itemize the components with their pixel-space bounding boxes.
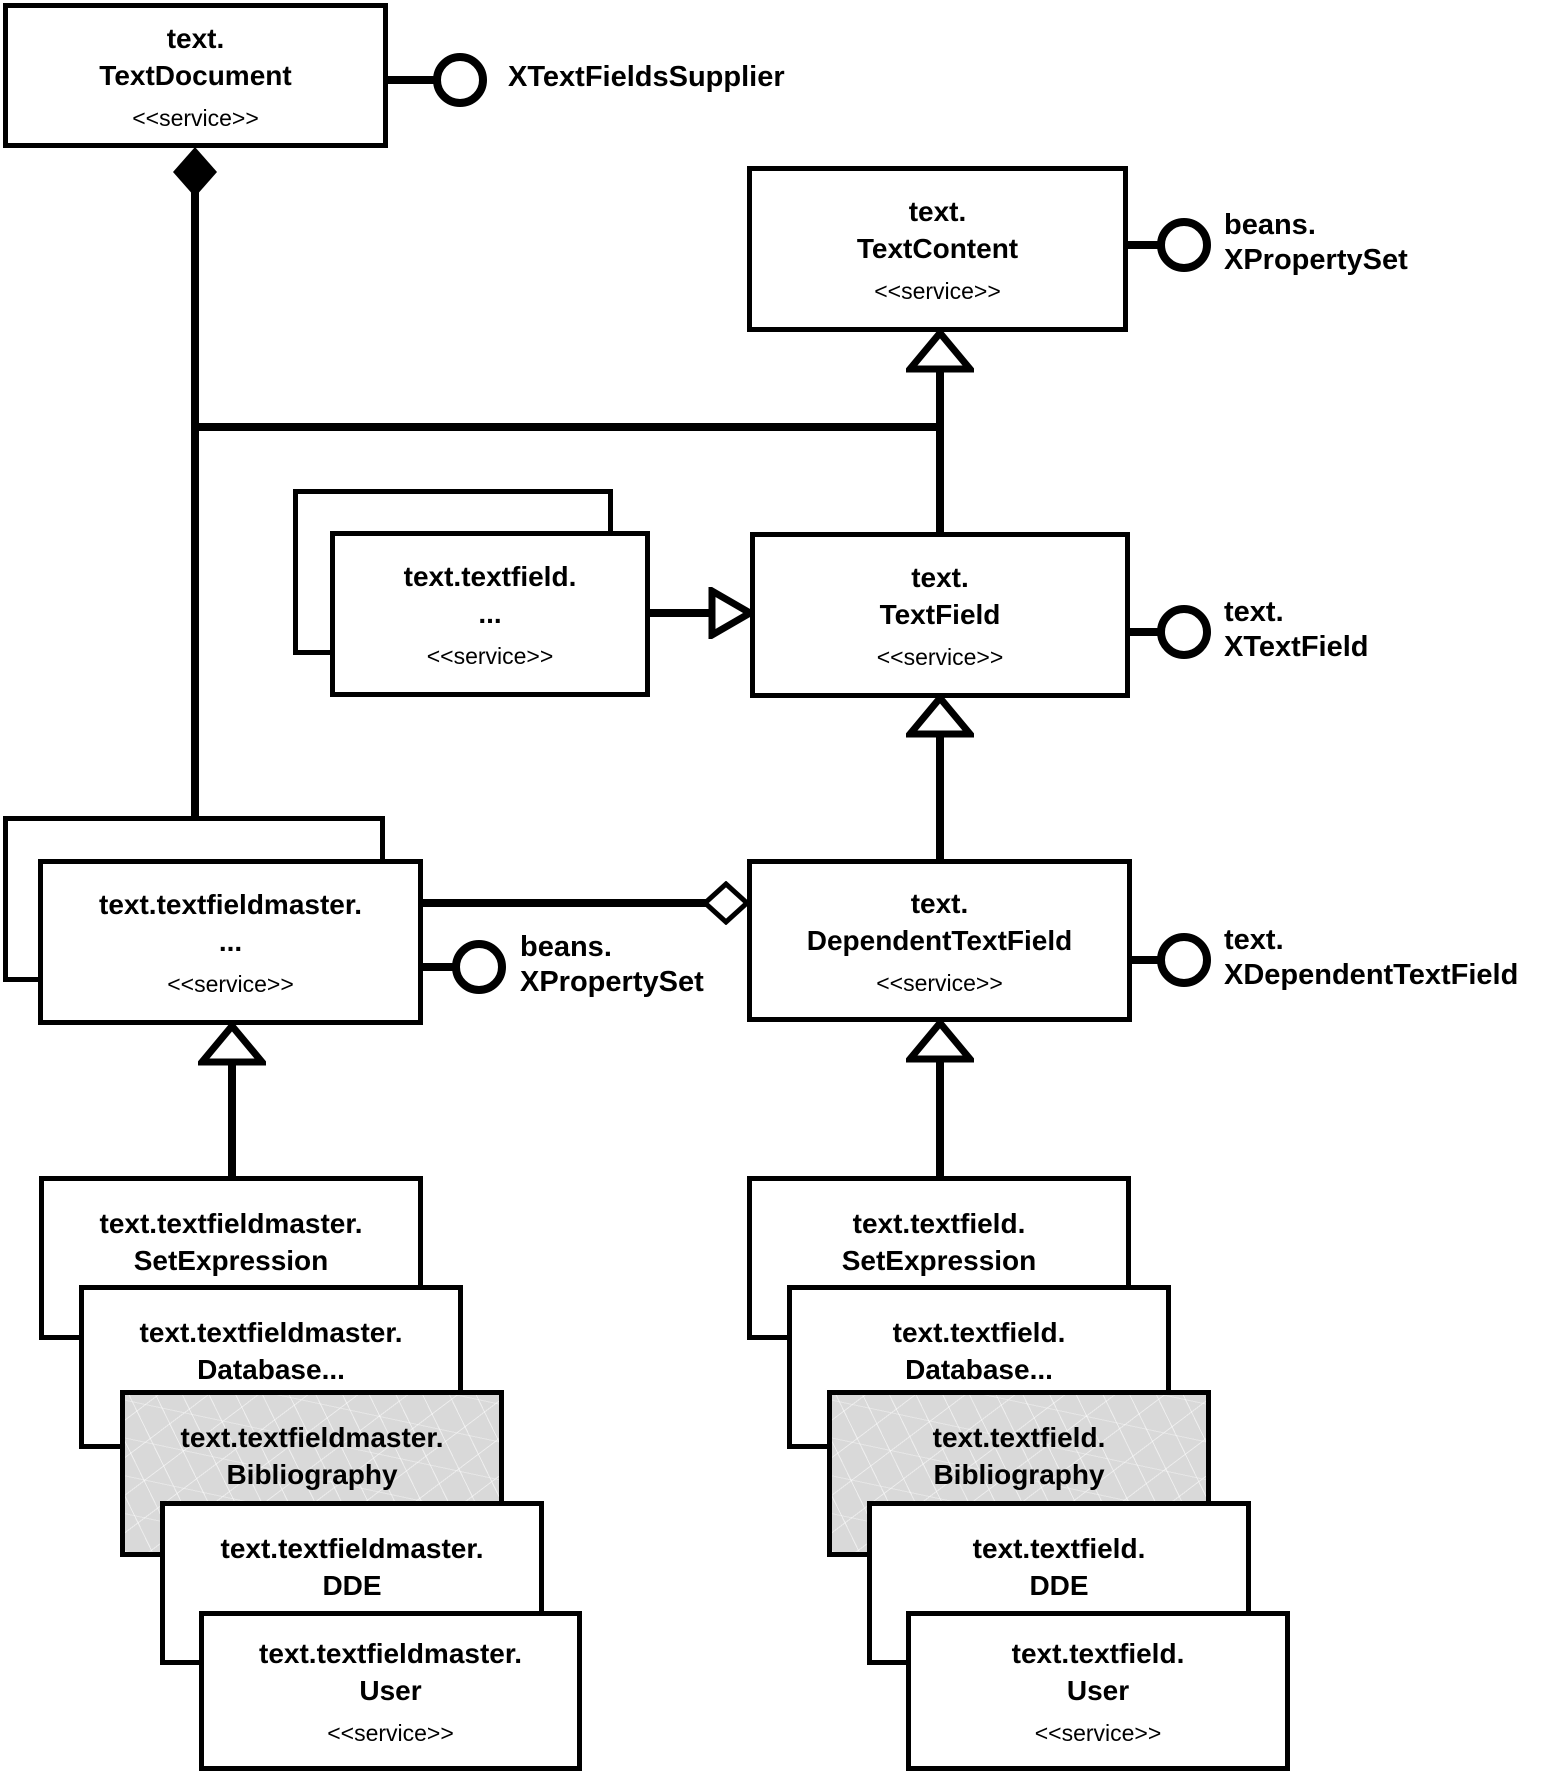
service-stereotype: <<service>> [874, 278, 1001, 304]
interface-name-line: XPropertySet [520, 966, 704, 998]
interface-lollipop-icon [1157, 933, 1211, 987]
service-name-line: text. [911, 562, 969, 593]
interface-label-beans-xpropertyset-master: beans. XPropertySet [520, 930, 704, 1000]
service-name-line: text. [910, 887, 969, 919]
service-name-line: DDE [1029, 1570, 1089, 1601]
interface-name-line: XPropertySet [1224, 244, 1408, 276]
service-name-line: SetExpression [841, 1245, 1037, 1276]
service-name-line: text.textfieldmaster. [220, 1533, 484, 1564]
lollipop-stub-xdependenttextfield [1132, 956, 1162, 964]
service-name-line: Database... [905, 1354, 1053, 1385]
service-name-line: text.textfield. [403, 561, 577, 592]
service-name-line: text.textfieldmaster. [99, 889, 362, 920]
interface-name-line: beans. [1224, 209, 1316, 241]
service-name-line: text.textfield. [892, 1317, 1066, 1348]
service-name-line: text.textfield. [972, 1533, 1146, 1564]
generalization-triangle-icon [198, 1022, 266, 1066]
generalization-line-textfield-generic [650, 609, 714, 617]
service-name-line: text.textfield. [852, 1208, 1026, 1239]
service-name-line: User [359, 1675, 422, 1706]
aggregation-line [423, 899, 708, 907]
service-box-dependent-text-field: text. DependentTextField <<service>> [747, 859, 1132, 1022]
interface-label-xtextfieldssupplier: XTextFieldsSupplier [508, 60, 785, 95]
generalization-triangle-icon [906, 694, 974, 738]
interface-lollipop-icon [433, 53, 487, 107]
interface-lollipop-icon [1157, 218, 1211, 272]
service-name-line: TextContent [856, 233, 1019, 264]
composition-diamond-icon [173, 147, 217, 197]
generalization-triangle-icon [906, 329, 974, 373]
aggregation-diamond-icon [702, 881, 750, 925]
service-name-line: text.textfieldmaster. [180, 1422, 444, 1453]
service-name-line: TextDocument [99, 59, 292, 91]
lollipop-stub-propertyset-master [423, 963, 457, 971]
service-box-master-user: text.textfieldmaster. User <<service>> [199, 1611, 582, 1771]
lollipop-stub-propertyset-top [1128, 241, 1162, 249]
service-stereotype: <<service>> [132, 104, 259, 131]
service-name-line: ... [478, 598, 502, 629]
service-name-line: text.textfieldmaster. [259, 1638, 522, 1669]
service-name-line: User [1066, 1675, 1130, 1706]
service-name-line: text.textfieldmaster. [99, 1208, 363, 1239]
service-name-line: text.textfield. [932, 1422, 1106, 1453]
generalization-line-textfield [936, 734, 944, 861]
connector-line-horizontal [191, 423, 944, 431]
interface-name-line: XTextField [1224, 631, 1369, 663]
interface-name-line: text. [1224, 596, 1284, 628]
interface-lollipop-icon [452, 940, 506, 994]
service-name-line: text.textfieldmaster. [139, 1317, 403, 1348]
service-box-field-user: text.textfield. User <<service>> [906, 1611, 1290, 1771]
interface-name-line: XDependentTextField [1224, 959, 1519, 991]
generalization-triangle-right-icon [708, 587, 754, 639]
service-name-line: text.textfield. [1011, 1638, 1185, 1669]
service-name-line: DDE [322, 1570, 382, 1601]
service-name-line: Database... [197, 1354, 345, 1385]
service-stereotype: <<service>> [876, 969, 1003, 996]
service-stereotype: <<service>> [876, 644, 1004, 670]
service-name-line: Bibliography [933, 1459, 1105, 1490]
service-box-text-document: text. TextDocument <<service>> [3, 3, 388, 148]
service-box-textfield-generic: text.textfield. ... <<service>> [330, 531, 650, 697]
interface-label-text-xtextfield: text. XTextField [1224, 595, 1369, 665]
generalization-line-dependent-stack [936, 1058, 944, 1178]
generalization-line-master-stack [228, 1058, 236, 1178]
lollipop-stub-supplier [388, 76, 436, 84]
service-stereotype: <<service>> [426, 643, 554, 669]
service-name-line: DependentTextField [806, 924, 1073, 956]
lollipop-stub-xtextfield [1130, 628, 1162, 636]
service-name-line: Bibliography [226, 1459, 398, 1490]
interface-label-text-xdependenttextfield: text. XDependentTextField [1224, 923, 1518, 993]
interface-lollipop-icon [1157, 605, 1211, 659]
generalization-line-textcontent [936, 368, 944, 534]
service-stereotype: <<service>> [1034, 1720, 1162, 1746]
service-name-line: SetExpression [133, 1245, 329, 1276]
service-box-text-field: text. TextField <<service>> [750, 532, 1130, 698]
service-name-line: text. [166, 22, 225, 54]
interface-name-line: XTextFieldsSupplier [508, 61, 785, 93]
service-name-line: ... [218, 926, 243, 957]
interface-name-line: text. [1224, 924, 1284, 956]
service-stereotype: <<service>> [327, 1720, 454, 1746]
service-box-textfieldmaster-generic: text.textfieldmaster. ... <<service>> [38, 859, 423, 1025]
interface-label-beans-xpropertyset: beans. XPropertySet [1224, 208, 1408, 278]
generalization-triangle-icon [906, 1019, 974, 1063]
service-stereotype: <<service>> [167, 971, 294, 997]
service-name-line: text. [908, 196, 967, 227]
composition-line-vertical [191, 188, 199, 818]
service-name-line: TextField [879, 599, 1001, 630]
interface-name-line: beans. [520, 931, 612, 963]
service-box-text-content: text. TextContent <<service>> [747, 166, 1128, 332]
